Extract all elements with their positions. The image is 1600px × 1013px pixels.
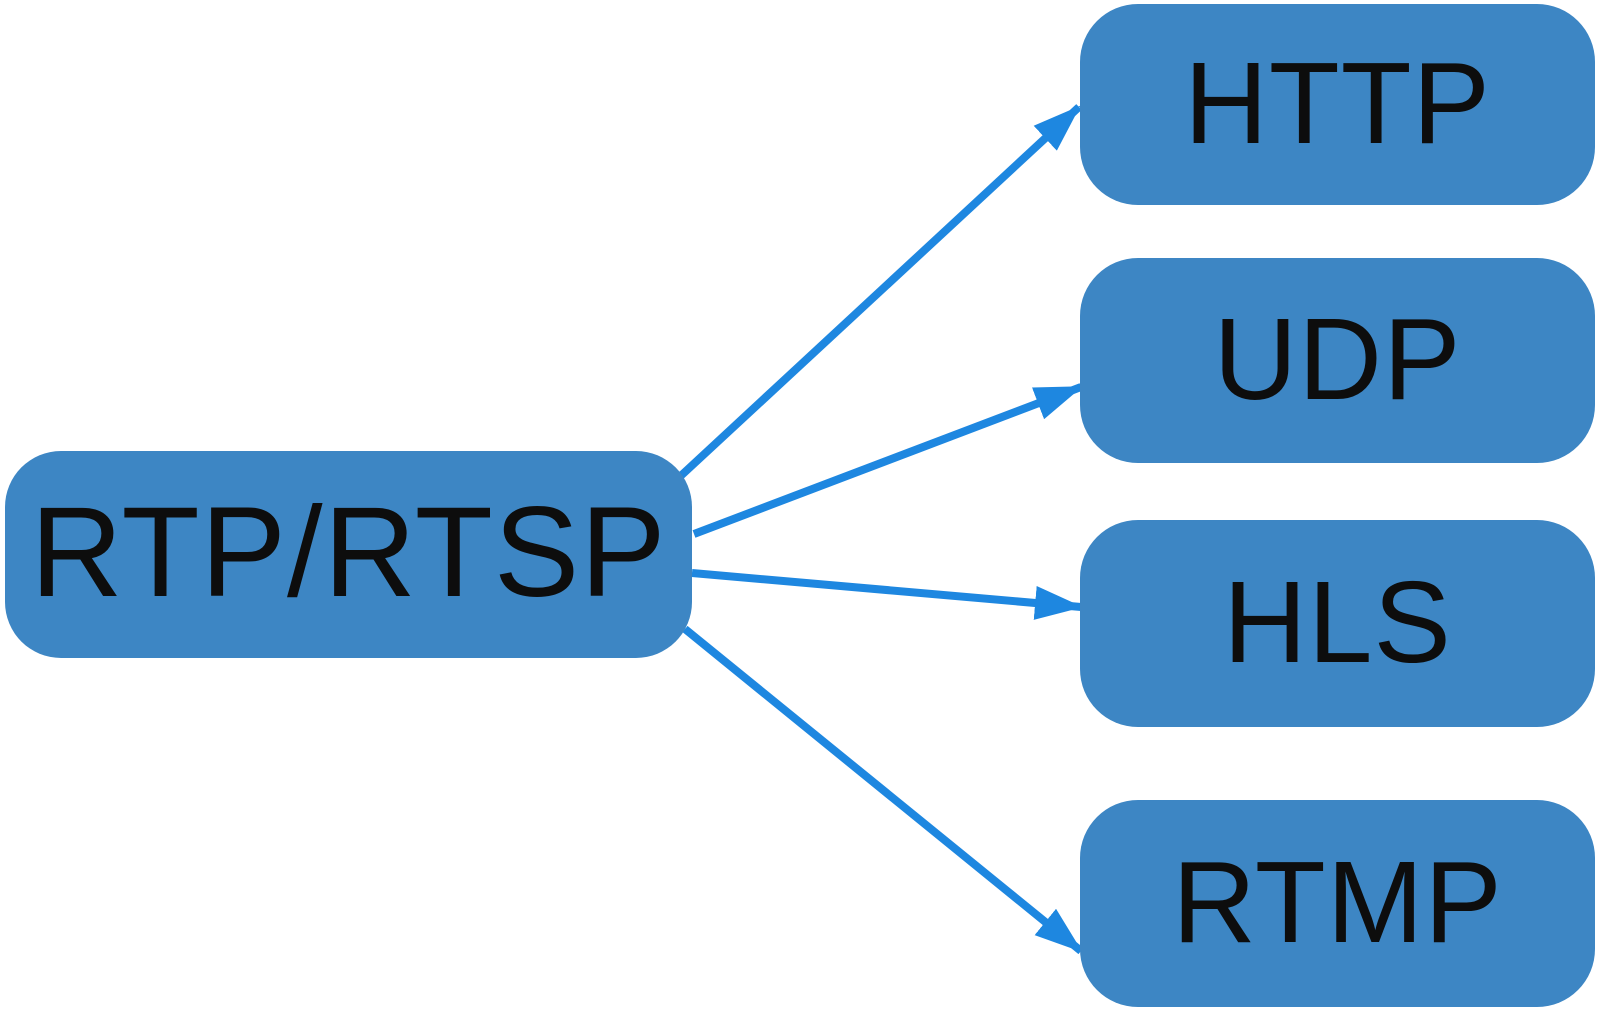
node-udp-label: UDP	[1213, 293, 1462, 424]
node-rtp-rtsp-label: RTP/RTSP	[30, 480, 667, 624]
arrow-rtp-rtsp-to-udp	[692, 383, 1083, 538]
node-rtp-rtsp: RTP/RTSP	[5, 451, 692, 658]
node-http-label: HTTP	[1184, 37, 1491, 168]
node-rtmp: RTMP	[1080, 800, 1595, 1007]
node-udp: UDP	[1080, 258, 1595, 463]
arrow-rtp-rtsp-to-http	[669, 104, 1082, 487]
node-rtmp-label: RTMP	[1172, 836, 1503, 967]
node-hls-label: HLS	[1223, 556, 1452, 687]
arrow-rtp-rtsp-to-hls	[691, 569, 1083, 620]
node-hls: HLS	[1080, 520, 1595, 727]
node-http: HTTP	[1080, 4, 1595, 205]
arrow-rtp-rtsp-to-rtmp	[682, 625, 1084, 955]
